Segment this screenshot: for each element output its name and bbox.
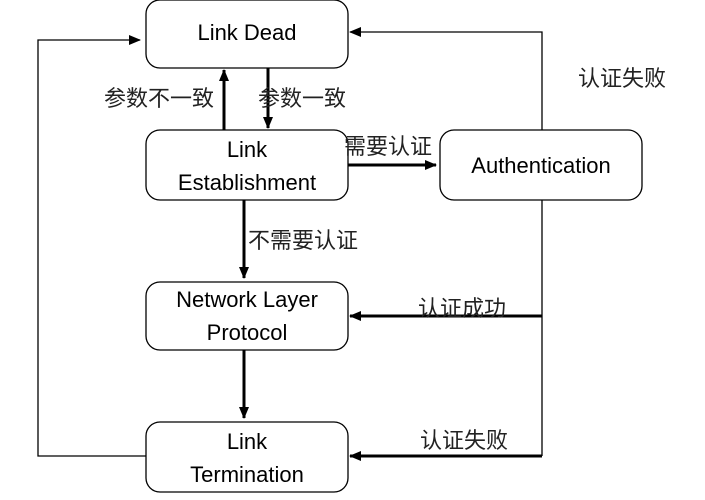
edge-label-auth-required: 需要认证 — [344, 135, 432, 160]
edge-label-auth-failed-bottom: 认证失败 — [420, 429, 508, 454]
auth-fail-to-dead-arrow — [349, 27, 543, 130]
node-link-termination: Link Termination — [145, 421, 349, 493]
edge-label-param-match: 参数一致 — [258, 87, 346, 112]
node-link-termination-line2: Termination — [190, 462, 304, 487]
loop-termination-to-dead-arrow — [37, 35, 146, 457]
node-authentication-label: Authentication — [471, 153, 610, 178]
node-network-layer-protocol-line1: Network Layer — [176, 287, 318, 312]
node-link-dead-label: Link Dead — [197, 20, 296, 45]
node-link-dead: Link Dead — [145, 0, 349, 69]
edge-label-no-auth-required: 不需要认证 — [248, 229, 358, 254]
node-link-termination-line1: Link — [227, 429, 268, 454]
node-network-layer-protocol: Network Layer Protocol — [145, 281, 349, 351]
node-authentication: Authentication — [439, 129, 643, 201]
node-link-establishment-line2: Establishment — [178, 170, 316, 195]
node-link-establishment-line1: Link — [227, 137, 268, 162]
edge-label-auth-success: 认证成功 — [418, 297, 506, 322]
node-link-establishment: Link Establishment — [145, 129, 349, 201]
edge-label-auth-failed-top: 认证失败 — [578, 67, 666, 92]
edge-label-param-mismatch: 参数不一致 — [104, 87, 214, 112]
node-network-layer-protocol-line2: Protocol — [207, 320, 288, 345]
